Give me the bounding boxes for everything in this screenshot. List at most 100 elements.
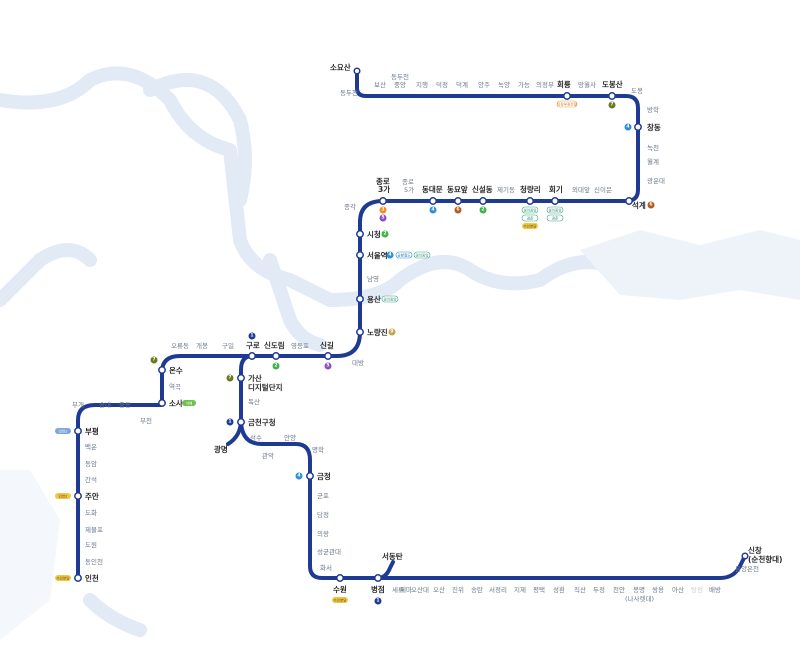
label-uiwang: 의왕 bbox=[317, 529, 329, 538]
line-1-track bbox=[76, 69, 747, 580]
label-bongmyeong-2: (나사렛대) bbox=[625, 594, 654, 603]
transfer-geumjeong-4: 4 bbox=[295, 472, 303, 480]
station-seokgye bbox=[625, 197, 633, 205]
label-oryu-dong: 오류동 bbox=[171, 342, 189, 350]
svg-text:의정부경전철: 의정부경전철 bbox=[557, 101, 577, 106]
label-gaebong: 개봉 bbox=[196, 341, 208, 350]
station-juan bbox=[74, 492, 82, 500]
svg-text:4: 4 bbox=[626, 124, 629, 130]
label-songtan: 송탄 bbox=[471, 585, 483, 594]
svg-text:경춘: 경춘 bbox=[552, 215, 559, 220]
label-dongducheon-jungang-2: 중앙 bbox=[394, 81, 406, 89]
label-dujeong: 두정 bbox=[593, 585, 605, 594]
station-sindorim bbox=[272, 352, 280, 360]
label-yeokgok: 역곡 bbox=[169, 382, 181, 391]
label-jegi-dong: 제기동 bbox=[497, 185, 515, 194]
label-geumcheon-gu-office: 금천구청 bbox=[248, 417, 276, 427]
label-gunpo: 군포 bbox=[317, 492, 329, 500]
label-bongmyeong-1: 봉명 bbox=[633, 585, 645, 594]
svg-text:6: 6 bbox=[649, 202, 652, 208]
station-markers bbox=[74, 67, 749, 582]
label-namyeong: 남영 bbox=[367, 274, 379, 283]
station-dongdaemun bbox=[429, 197, 437, 205]
transfer-chang-dong-4: 4 bbox=[624, 123, 632, 131]
label-seokgye: 석계 bbox=[632, 200, 646, 210]
label-seojeongni: 서정리 bbox=[489, 585, 507, 594]
svg-text:1: 1 bbox=[228, 419, 231, 425]
transfer-dobongsan-7: 7 bbox=[608, 101, 616, 109]
label-doksan: 독산 bbox=[248, 397, 260, 406]
label-byeongjeom: 병점 bbox=[371, 584, 385, 594]
transfer-jongno3ga-5: 5 bbox=[379, 214, 387, 222]
transfer-sindorim-2: 2 bbox=[272, 362, 280, 370]
svg-text:7: 7 bbox=[152, 357, 155, 363]
label-osan: 오산 bbox=[433, 585, 445, 594]
station-yongsan bbox=[356, 295, 364, 303]
label-guro: 구로 bbox=[246, 341, 260, 350]
label-seoksu: 석수 bbox=[250, 433, 262, 442]
svg-text:서해: 서해 bbox=[186, 400, 193, 405]
label-jije: 지제 bbox=[514, 585, 526, 594]
svg-text:7: 7 bbox=[610, 102, 613, 108]
label-ssangyong: 쌍용 bbox=[652, 585, 664, 594]
station-cheongnyangni bbox=[526, 197, 534, 205]
station-onsu bbox=[158, 366, 166, 374]
transfer-seokgye-6: 6 bbox=[647, 201, 655, 209]
label-hwaseo: 화서 bbox=[320, 563, 332, 572]
station-city-hall bbox=[356, 230, 364, 238]
station-labels: 소요산 동두천 보산 동두천 중앙 지행 덕정 덕계 양주 녹양 가능 의정부 … bbox=[72, 62, 782, 603]
label-sosa: 소사 bbox=[169, 398, 183, 408]
label-gwangmyeong: 광명 bbox=[214, 444, 228, 454]
label-seoul-station: 서울역 bbox=[367, 250, 388, 260]
label-nokcheon: 녹천 bbox=[647, 143, 659, 152]
badge-sosa: 서해 bbox=[182, 400, 196, 406]
label-jihaeng: 지행 bbox=[416, 80, 428, 89]
label-gwangundae: 광운대 bbox=[647, 177, 665, 185]
badge-hoeryong: 의정부경전철 bbox=[556, 100, 578, 108]
label-dongmyo-ap: 동묘앞 bbox=[447, 184, 468, 194]
station-dongmyo-ap bbox=[454, 197, 462, 205]
svg-text:수인분당: 수인분당 bbox=[333, 597, 347, 602]
svg-text:4: 4 bbox=[297, 473, 300, 479]
label-yongsan: 용산 bbox=[367, 294, 381, 304]
label-onsu: 온수 bbox=[169, 366, 183, 375]
badge-seoul-2: 경의중앙 bbox=[413, 251, 431, 259]
label-wolgye: 월계 bbox=[647, 157, 659, 166]
label-sema: 세마 bbox=[400, 585, 412, 594]
station-sinchang bbox=[741, 552, 749, 560]
station-jongno3ga bbox=[379, 197, 387, 205]
label-tangjeong: 탕정 bbox=[691, 585, 703, 594]
label-seodongtan: 서동탄 bbox=[382, 551, 403, 561]
station-geumcheon bbox=[237, 418, 245, 426]
station-seoul bbox=[356, 251, 364, 259]
station-dobongsan bbox=[608, 92, 616, 100]
label-baegun: 백운 bbox=[85, 442, 97, 451]
label-guil: 구일 bbox=[222, 341, 234, 350]
label-sindorim: 신도림 bbox=[264, 340, 285, 350]
badge-cheongnyangni-1: 경의중앙 bbox=[521, 206, 539, 214]
label-deokgye: 덕계 bbox=[456, 80, 468, 89]
label-dangjeong: 당정 bbox=[317, 510, 329, 519]
svg-text:1: 1 bbox=[376, 598, 379, 604]
label-myeonghak: 명학 bbox=[312, 445, 324, 454]
label-dongducheon-jungang-1: 동두천 bbox=[391, 72, 409, 81]
label-dongdaemun: 동대문 bbox=[422, 184, 443, 194]
svg-text:6: 6 bbox=[456, 207, 459, 213]
label-onyang-oncheon: 온양온천 bbox=[735, 564, 759, 573]
rail-badges: 의정부경전철 경의중앙 경춘 수인분당 경의중앙 경춘 공항철도 경의중앙 경의… bbox=[55, 100, 578, 603]
svg-text:경의중앙: 경의중앙 bbox=[523, 207, 537, 212]
label-jongno3ga-1: 종로 bbox=[376, 177, 390, 186]
label-noryangjin: 노량진 bbox=[367, 327, 388, 337]
transfer-singil-5: 5 bbox=[324, 362, 332, 370]
label-dobong: 도봉 bbox=[631, 87, 643, 95]
label-gasan-2: 디지털단지 bbox=[248, 382, 283, 392]
svg-text:인천1: 인천1 bbox=[59, 428, 68, 433]
label-baebang: 배방 bbox=[709, 585, 721, 594]
badge-hoegi-2: 경춘 bbox=[546, 214, 564, 222]
badge-cheongnyangni-3: 수인분당 bbox=[522, 223, 538, 229]
label-sungkyunkwan: 성균관대 bbox=[317, 547, 341, 556]
svg-text:5: 5 bbox=[381, 215, 384, 221]
transfer-sinseol-2: 2 bbox=[479, 206, 487, 214]
transfer-city-hall-2: 2 bbox=[381, 230, 389, 238]
